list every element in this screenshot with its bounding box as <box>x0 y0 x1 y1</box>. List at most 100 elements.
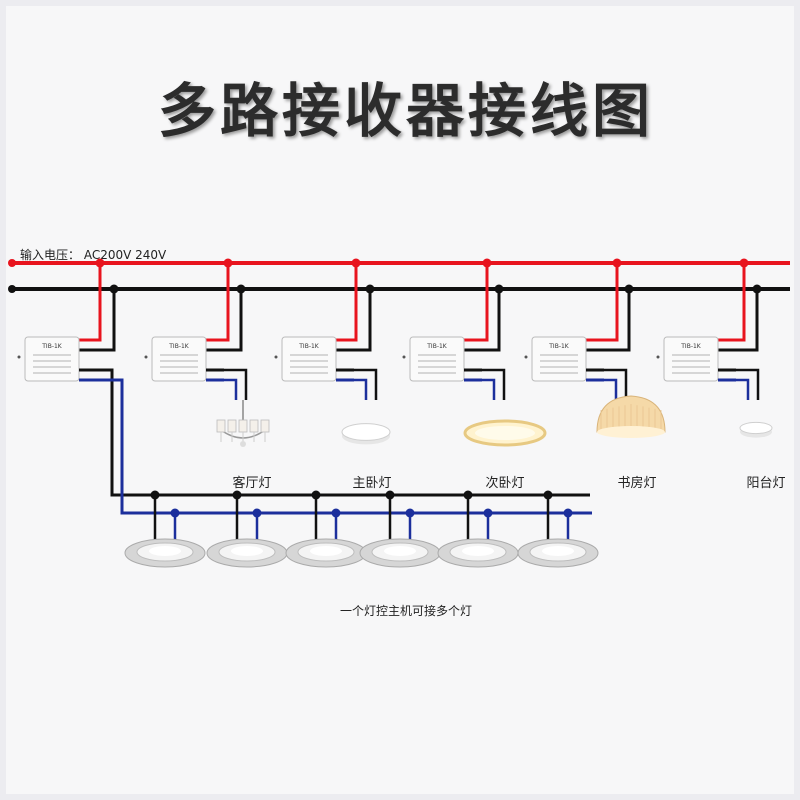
input-voltage-label: 输入电压： AC200V 240V <box>20 248 167 262</box>
downlight-glow <box>231 546 263 556</box>
receiver-module-2: TIB-1K <box>144 258 248 400</box>
live-feed-wire <box>586 263 619 342</box>
lamp-label-master-bedroom: 主卧灯 <box>352 476 392 491</box>
module-box <box>281 336 337 382</box>
module-model-text: TIB-1K <box>680 343 702 350</box>
live-junction-dot <box>612 258 622 268</box>
lamp-neutral-drop <box>586 368 628 400</box>
module-model-text: TIB-1K <box>548 343 570 350</box>
lamp-neutral-drop <box>718 368 760 400</box>
neutral-feed-wire <box>718 289 759 352</box>
receiver-module-5: TIB-1K <box>524 258 634 400</box>
diagram-title: 多路接收器接线图 <box>157 77 654 145</box>
receiver-module-1: TIB-1K <box>17 258 119 382</box>
receiver-module-3: TIB-1K <box>274 258 378 400</box>
module-model-text: TIB-1K <box>426 343 448 350</box>
module-box <box>663 336 719 382</box>
neutral-feed-wire <box>336 289 372 352</box>
live-junction-dot <box>351 258 361 268</box>
module-mount-dot <box>144 355 148 359</box>
neutral-feed-wire <box>79 289 116 352</box>
module-mount-dot <box>402 355 406 359</box>
downlight-glow <box>542 546 574 556</box>
live-junction-dot <box>739 258 749 268</box>
module-model-text: TIB-1K <box>41 343 63 350</box>
lamp-switched-drop <box>206 378 238 400</box>
downlight-3 <box>285 490 367 568</box>
live-feed-wire <box>464 263 489 342</box>
module-box <box>151 336 207 382</box>
lamp-switched-drop <box>718 378 750 400</box>
switched-junction-dot <box>483 508 493 518</box>
lamp-neutral-drop <box>336 368 378 400</box>
switched-junction-dot <box>563 508 573 518</box>
neutral-junction-dot <box>311 490 321 500</box>
downlight-1 <box>124 490 206 568</box>
live-junction-dot <box>223 258 233 268</box>
lamp-label-living-room: 客厅灯 <box>232 476 272 491</box>
neutral-bus-start-dot <box>8 285 16 293</box>
lamp-label-study: 书房灯 <box>617 476 657 491</box>
lamp-neutral-drop <box>464 368 506 400</box>
module-box <box>409 336 465 382</box>
ring-light-icon <box>463 419 547 447</box>
neutral-junction-dot <box>752 284 762 294</box>
neutral-feed-wire <box>464 289 501 352</box>
lamp-switched-drop <box>464 378 496 400</box>
chandelier-icon <box>216 400 270 447</box>
module-mount-dot <box>656 355 660 359</box>
module-mount-dot <box>17 355 21 359</box>
neutral-junction-dot <box>232 490 242 500</box>
downlight-2 <box>206 490 288 568</box>
neutral-junction-dot <box>543 490 553 500</box>
live-bus-start-dot <box>8 259 16 267</box>
downlight-neutral-wire <box>97 368 590 497</box>
live-feed-wire <box>79 263 102 342</box>
neutral-junction-dot <box>365 284 375 294</box>
receiver-module-6: TIB-1K <box>656 258 762 400</box>
switched-junction-dot <box>252 508 262 518</box>
live-feed-wire <box>336 263 358 342</box>
neutral-junction-dot <box>236 284 246 294</box>
downlight-glow <box>384 546 416 556</box>
downlight-glow <box>310 546 342 556</box>
neutral-junction-dot <box>385 490 395 500</box>
wiring-diagram: TIB-1K TIB-1K TIB-1K TIB-1K TIB-1K TIB-1K <box>8 258 790 568</box>
module-box <box>24 336 80 382</box>
downlight-4 <box>359 490 441 568</box>
live-feed-wire <box>718 263 746 342</box>
neutral-junction-dot <box>624 284 634 294</box>
footer-note: 一个灯控主机可接多个灯 <box>339 604 472 618</box>
lamp-label-second-bedroom: 次卧灯 <box>485 476 525 491</box>
lamp-label-balcony: 阳台灯 <box>746 476 786 491</box>
small-ceiling-light-icon <box>739 421 773 438</box>
dome-pendant-icon <box>596 395 666 438</box>
module-mount-dot <box>274 355 278 359</box>
lamp-neutral-drop <box>206 368 248 400</box>
receiver-module-4: TIB-1K <box>402 258 506 400</box>
downlight-5 <box>437 490 519 568</box>
module-model-text: TIB-1K <box>298 343 320 350</box>
ceiling-light-icon <box>341 423 391 445</box>
module-mount-dot <box>524 355 528 359</box>
downlight-switched-wire <box>97 378 592 515</box>
downlight-glow <box>149 546 181 556</box>
neutral-junction-dot <box>150 490 160 500</box>
switched-junction-dot <box>331 508 341 518</box>
neutral-junction-dot <box>463 490 473 500</box>
neutral-junction-dot <box>494 284 504 294</box>
live-feed-wire <box>206 263 230 342</box>
live-junction-dot <box>95 258 105 268</box>
neutral-feed-wire <box>206 289 243 352</box>
downlight-bus <box>97 368 592 515</box>
neutral-feed-wire <box>586 289 631 352</box>
neutral-junction-dot <box>109 284 119 294</box>
switched-junction-dot <box>405 508 415 518</box>
module-box <box>531 336 587 382</box>
live-junction-dot <box>482 258 492 268</box>
downlight-6 <box>517 490 599 568</box>
lamp-switched-drop <box>586 378 618 400</box>
module-model-text: TIB-1K <box>168 343 190 350</box>
switched-junction-dot <box>170 508 180 518</box>
